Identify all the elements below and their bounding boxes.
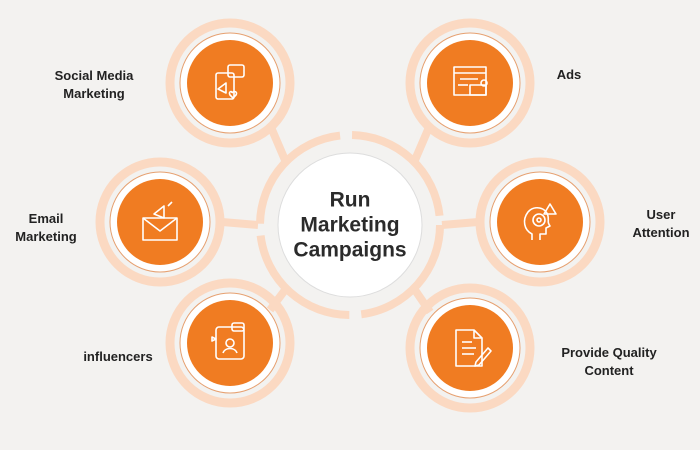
center-circle [277, 152, 423, 298]
label-social-media-marketing: Social Media Marketing [54, 68, 134, 101]
node-orange-disc [427, 40, 513, 126]
center-line-3: Campaigns [293, 238, 407, 262]
node-orange-disc [187, 40, 273, 126]
user-attention-icon [523, 203, 557, 240]
node-outer-ring [165, 278, 295, 408]
node-3 [475, 157, 605, 287]
document-pen-icon [455, 329, 492, 367]
influencer-icon [211, 322, 245, 360]
node-outer-ring [95, 157, 225, 287]
node-4 [165, 278, 295, 408]
label-email-marketing: Email Marketing [15, 211, 77, 244]
node-outer-ring [405, 18, 535, 148]
label-ads: Ads [556, 67, 582, 82]
node-1 [405, 18, 535, 148]
node-0 [165, 18, 295, 148]
node-outer-ring [475, 157, 605, 287]
node-outer-ring [165, 18, 295, 148]
center-line-2: Marketing [300, 213, 400, 237]
label-user-attention: User Attention [632, 207, 690, 240]
center-ring [256, 131, 444, 319]
center-line-1: Run [329, 188, 371, 212]
node-2 [95, 157, 225, 287]
center-title: Run Marketing Campaigns [293, 188, 406, 263]
email-megaphone-icon [142, 201, 178, 241]
label-provide-quality-content: Provide Quality Content [561, 345, 657, 378]
label-influencers: influencers [83, 349, 153, 364]
ads-icon [453, 66, 488, 96]
node-outer-ring [405, 283, 535, 413]
social-media-icon [215, 64, 245, 100]
node-5 [405, 283, 535, 413]
node-orange-disc [187, 300, 273, 386]
node-orange-disc [117, 179, 203, 265]
